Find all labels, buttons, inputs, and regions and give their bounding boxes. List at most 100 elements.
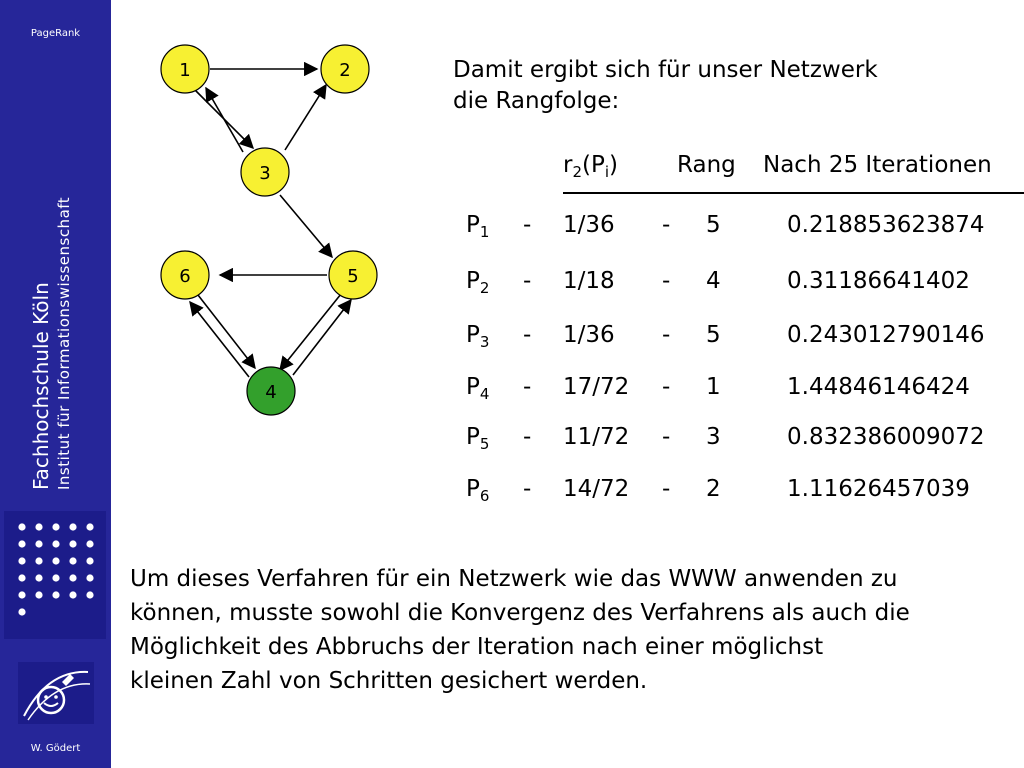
explanation-paragraph: Um dieses Verfahren für ein Netzwerk wie… [130,562,1010,698]
node-6-label: 6 [179,266,190,287]
row-dash: - [662,268,671,294]
row-label: P1 [466,212,490,241]
dot [35,557,43,565]
node-3-label: 3 [259,163,270,184]
row-rank-value: 1 [706,374,721,400]
dot [18,557,26,565]
dot-pattern [4,511,106,639]
dot [86,574,94,582]
row-iteration-value: 0.31186641402 [787,268,970,294]
paragraph-line: können, musste sowohl die Konvergenz des… [130,600,910,626]
sidebar: PageRank Fachhochschule Köln Institut fü… [0,0,111,768]
node-2: 2 [320,44,370,94]
paragraph-line: Um dieses Verfahren für ein Netzwerk wie… [130,566,898,592]
dot [52,574,60,582]
node-6: 6 [160,250,210,300]
slide-heading: Damit ergibt sich für unser Netzwerk die… [453,55,973,117]
dot [18,574,26,582]
row-rank-value: 4 [706,268,721,294]
node-4-label: 4 [265,382,276,403]
dot [86,540,94,548]
node-5-label: 5 [347,266,358,287]
author: W. Gödert [30,743,81,754]
dot [69,574,77,582]
row-iteration-value: 0.243012790146 [787,322,985,348]
edge-3-5 [279,194,333,259]
row-rank-value: 3 [706,424,721,450]
edge-4-6 [189,300,250,378]
dot [52,591,60,599]
dot [86,557,94,565]
logo [18,662,94,724]
row-r2-value: 17/72 [563,374,630,400]
sidebar-vertical-title: Fachhochschule Köln Institut für Informa… [28,110,98,490]
header-r2: r2(Pi) [563,152,619,181]
row-iteration-value: 1.44846146424 [787,374,970,400]
row-r2-value: 14/72 [563,476,630,502]
dot [35,591,43,599]
paragraph-line: kleinen Zahl von Schritten gesichert wer… [130,668,648,694]
row-rank-value: 5 [706,322,721,348]
edge-4-5 [292,298,352,376]
dot [18,523,26,531]
row-label: P4 [466,374,490,403]
dot [86,591,94,599]
node-1: 1 [160,44,210,94]
dot [69,591,77,599]
row-label: P3 [466,322,490,351]
node-3: 3 [240,147,290,197]
dot [52,540,60,548]
row-dash: - [662,212,671,238]
row-r2-value: 1/36 [563,212,615,238]
row-rank-value: 5 [706,212,721,238]
row-dash: - [523,374,532,400]
row-label: P6 [466,476,490,505]
row-r2-value: 11/72 [563,424,630,450]
dot [69,523,77,531]
dot [35,540,43,548]
school-name: Fachhochschule Köln [29,282,53,490]
header-iterations: Nach 25 Iterationen [763,152,992,178]
edge-3-1 [205,86,244,153]
row-dash: - [523,322,532,348]
header-rule [563,192,1024,194]
row-iteration-value: 0.218853623874 [787,212,985,238]
institute-name: Institut für Informationswissenschaft [55,196,73,490]
node-4: 4 [246,366,296,416]
network-graph: 1 2 3 6 5 4 [160,44,378,416]
row-r2-value: 1/18 [563,268,615,294]
dot-pattern-icon [18,523,94,616]
row-label: P2 [466,268,490,297]
dot [18,591,26,599]
row-r2-value: 1/36 [563,322,615,348]
row-dash: - [523,424,532,450]
dot [18,608,26,616]
dot [52,557,60,565]
dot [35,523,43,531]
heading-line-1: Damit ergibt sich für unser Netzwerk [453,57,878,83]
sidebar-topic: PageRank [30,28,81,39]
row-label: P5 [466,424,490,453]
row-dash: - [523,476,532,502]
row-dash: - [662,322,671,348]
heading-line-2: die Rangfolge: [453,88,620,114]
edge-3-2 [284,83,327,151]
row-dash: - [662,424,671,450]
dot [86,523,94,531]
node-5: 5 [328,250,378,300]
row-rank-value: 2 [706,476,721,502]
dot [69,557,77,565]
edge-6-4 [197,294,256,370]
smiley-logo-icon [18,662,94,724]
node-1-label: 1 [179,60,190,81]
row-dash: - [523,212,532,238]
row-iteration-value: 0.832386009072 [787,424,985,450]
dot [69,540,77,548]
dot [18,540,26,548]
paragraph-line: Möglichkeit des Abbruchs der Iteration n… [130,634,824,660]
edge-5-4 [279,293,342,372]
row-iteration-value: 1.11626457039 [787,476,970,502]
row-dash: - [523,268,532,294]
row-dash: - [662,374,671,400]
row-dash: - [662,476,671,502]
